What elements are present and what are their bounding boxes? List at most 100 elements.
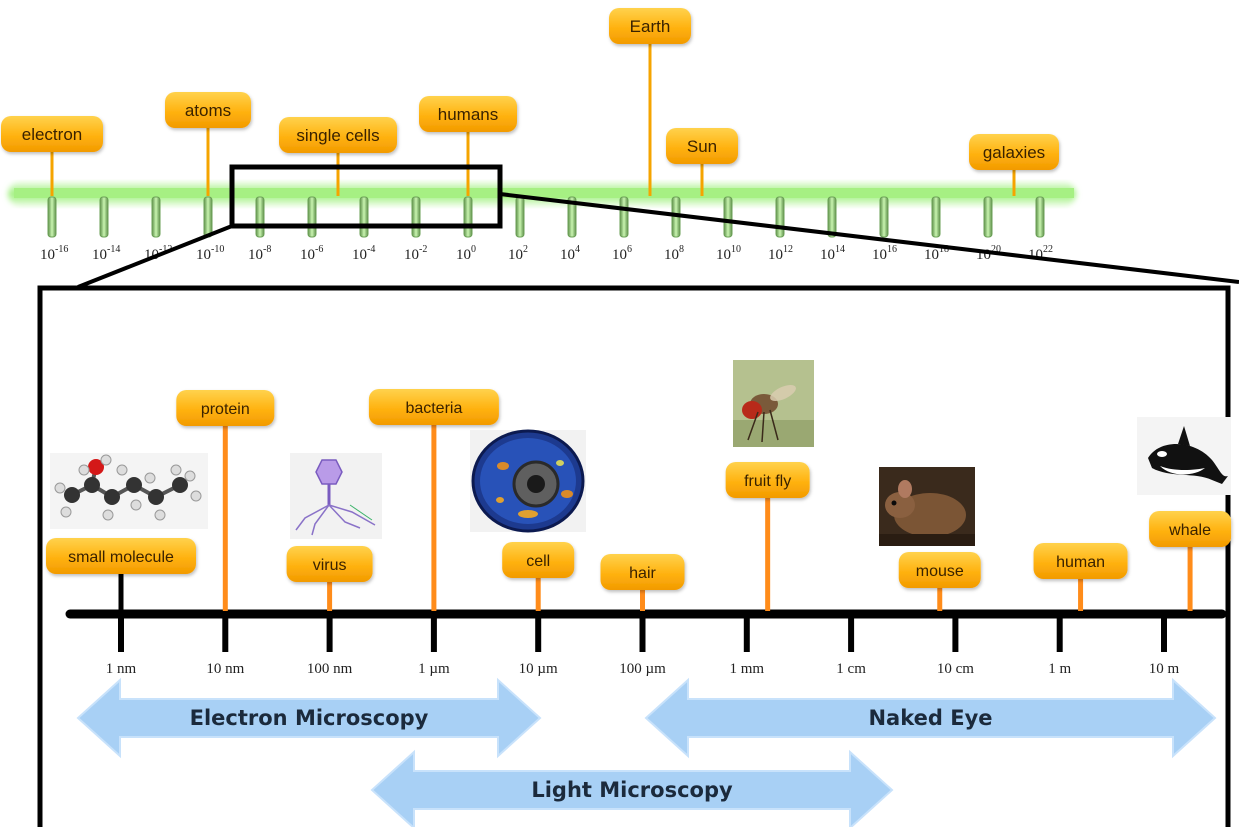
top-tick-label: 102 bbox=[508, 244, 528, 263]
svg-text:electron: electron bbox=[22, 125, 82, 144]
svg-text:whale: whale bbox=[1168, 522, 1211, 539]
top-tick bbox=[359, 196, 369, 238]
green-scale-bar-core bbox=[14, 188, 1074, 198]
top-tick-label: 1016 bbox=[872, 244, 897, 263]
svg-text:Light Microscopy: Light Microscopy bbox=[531, 778, 733, 802]
bottom-tick-label: 1 µm bbox=[418, 661, 450, 677]
svg-text:fruit fly: fruit fly bbox=[744, 473, 791, 490]
bottom-tick-label: 10 µm bbox=[519, 661, 558, 677]
svg-text:protein: protein bbox=[201, 401, 250, 418]
bottom-tick-label: 100 nm bbox=[307, 661, 353, 677]
bottom-label-human: human bbox=[1033, 543, 1128, 579]
top-tick bbox=[1035, 196, 1045, 238]
bottom-tick-label: 1 mm bbox=[730, 661, 765, 677]
bottom-images bbox=[50, 360, 1231, 546]
top-tick-label: 1010 bbox=[716, 244, 741, 263]
bottom-label-mouse: mouse bbox=[898, 552, 981, 588]
top-tick bbox=[47, 196, 57, 238]
svg-text:virus: virus bbox=[313, 557, 347, 574]
zoom-line-right bbox=[499, 192, 1239, 284]
bottom-tick-label: 1 m bbox=[1048, 661, 1071, 677]
bottom-label-whale: whale bbox=[1149, 511, 1232, 547]
top-tick bbox=[567, 196, 577, 238]
bottom-tick-label: 1 nm bbox=[106, 661, 137, 677]
mouse-image bbox=[879, 467, 975, 546]
bottom-tick-label: 10 m bbox=[1149, 661, 1180, 677]
bottom-label-virus: virus bbox=[286, 546, 373, 582]
top-tick bbox=[203, 196, 213, 238]
top-tick bbox=[931, 196, 941, 238]
svg-text:Sun: Sun bbox=[687, 137, 717, 156]
top-tick-label: 108 bbox=[664, 244, 684, 263]
bottom-ticks bbox=[118, 614, 1167, 652]
top-label-galaxies: galaxies bbox=[969, 134, 1059, 170]
top-tick bbox=[827, 196, 837, 238]
svg-text:bacteria: bacteria bbox=[405, 400, 462, 417]
top-tick bbox=[619, 196, 629, 238]
svg-text:single cells: single cells bbox=[296, 126, 379, 145]
top-tick bbox=[99, 196, 109, 238]
top-label-Earth: Earth bbox=[609, 8, 691, 44]
bottom-label-hair: hair bbox=[600, 554, 685, 590]
bottom-tick-label: 10 nm bbox=[206, 661, 244, 677]
range-arrow-light-microscopy: Light Microscopy bbox=[370, 749, 894, 827]
top-tick-label: 104 bbox=[560, 244, 580, 263]
top-tick-label: 10-14 bbox=[92, 244, 120, 263]
svg-text:human: human bbox=[1056, 554, 1105, 571]
top-tick bbox=[879, 196, 889, 238]
top-tick bbox=[515, 196, 525, 238]
top-tick-label: 1012 bbox=[768, 244, 793, 263]
svg-text:small molecule: small molecule bbox=[68, 549, 174, 566]
range-arrow-naked-eye: Naked Eye bbox=[644, 677, 1217, 759]
svg-text:Earth: Earth bbox=[630, 17, 671, 36]
bottom-tick-label: 10 cm bbox=[937, 661, 974, 677]
bottom-label-protein: protein bbox=[176, 390, 275, 426]
top-tick-label: 1018 bbox=[924, 244, 949, 263]
top-tick-label: 1014 bbox=[820, 244, 845, 263]
range-arrow-electron-microscopy: Electron Microscopy bbox=[76, 677, 542, 759]
top-tick bbox=[255, 196, 265, 238]
zoom-line-left bbox=[77, 224, 233, 289]
top-tick bbox=[411, 196, 421, 238]
top-tick-label: 10-10 bbox=[196, 244, 224, 263]
bottom-scale: small molecule protein virus bacteria cell ha… bbox=[46, 360, 1232, 677]
top-label-single-cells: single cells bbox=[279, 117, 397, 153]
whale-image bbox=[1137, 417, 1231, 495]
top-tick-label: 10-4 bbox=[352, 244, 375, 263]
svg-text:mouse: mouse bbox=[916, 563, 964, 580]
svg-text:galaxies: galaxies bbox=[983, 143, 1045, 162]
svg-text:hair: hair bbox=[629, 565, 656, 582]
svg-text:atoms: atoms bbox=[185, 101, 231, 120]
molecule-image bbox=[50, 453, 208, 529]
svg-text:humans: humans bbox=[438, 105, 498, 124]
bottom-label-bacteria: bacteria bbox=[368, 389, 499, 425]
top-label-electron: electron bbox=[1, 116, 103, 152]
top-label-atoms: atoms bbox=[165, 92, 251, 128]
top-tick bbox=[983, 196, 993, 238]
bottom-labels: small molecule protein virus bacteria cell ha… bbox=[46, 389, 1232, 611]
top-label-Sun: Sun bbox=[666, 128, 738, 164]
bottom-label-fruit-fly: fruit fly bbox=[725, 462, 810, 498]
top-tick-label: 106 bbox=[612, 244, 632, 263]
top-tick-label: 100 bbox=[456, 244, 476, 263]
bottom-tick-label: 1 cm bbox=[836, 661, 866, 677]
zoom-frame bbox=[37, 285, 1231, 827]
svg-text:cell: cell bbox=[526, 553, 550, 570]
top-tick bbox=[151, 196, 161, 238]
svg-text:Naked Eye: Naked Eye bbox=[868, 706, 992, 730]
top-tick bbox=[775, 196, 785, 238]
zoom-selection-box bbox=[229, 164, 503, 229]
bottom-label-small-molecule: small molecule bbox=[46, 538, 196, 574]
bottom-label-cell: cell bbox=[502, 542, 575, 578]
svg-text:Electron Microscopy: Electron Microscopy bbox=[190, 706, 429, 730]
top-tick-label: 10-6 bbox=[300, 244, 323, 263]
top-tick bbox=[723, 196, 733, 238]
top-label-humans: humans bbox=[419, 96, 517, 132]
